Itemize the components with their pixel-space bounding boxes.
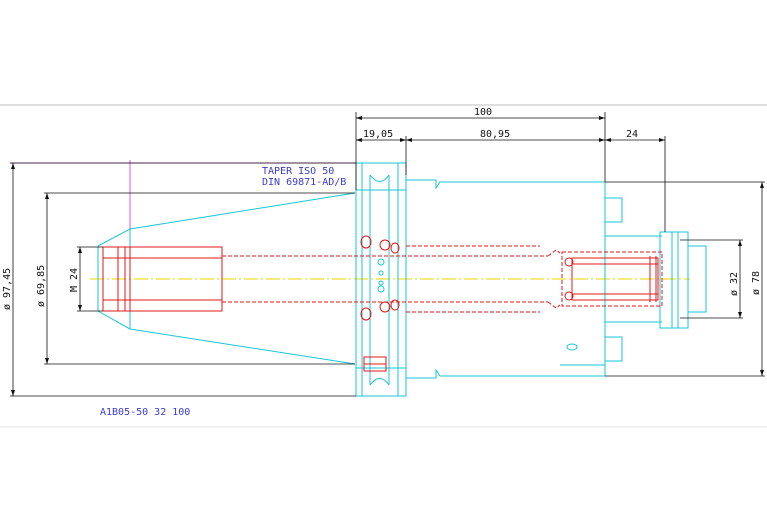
dim-body-length: 80,95 xyxy=(480,129,510,140)
body-outline xyxy=(406,179,707,379)
dim-dia-body: ø 78 xyxy=(751,271,762,295)
dim-dia-taper: ø 69,85 xyxy=(36,265,47,307)
dim-dia-bore: ø 32 xyxy=(729,272,740,296)
taper-label-line2: DIN 69871-AD/B xyxy=(262,177,346,188)
dim-thread: M 24 xyxy=(69,268,80,292)
clamping-bore xyxy=(561,251,663,307)
thread-bore xyxy=(102,246,223,312)
part-number: A1B05-50 32 100 xyxy=(100,407,190,418)
dimension-lines xyxy=(10,112,765,397)
taper-label-line1: TAPER ISO 50 xyxy=(262,166,334,177)
dim-extension-length: 24 xyxy=(626,129,638,140)
key-holes xyxy=(360,235,400,372)
dim-flange-length: 19,05 xyxy=(363,129,393,140)
flange-outline xyxy=(355,162,407,397)
dim-overall-length: 100 xyxy=(474,107,492,118)
dim-dia-flange: ø 97,45 xyxy=(2,268,13,310)
